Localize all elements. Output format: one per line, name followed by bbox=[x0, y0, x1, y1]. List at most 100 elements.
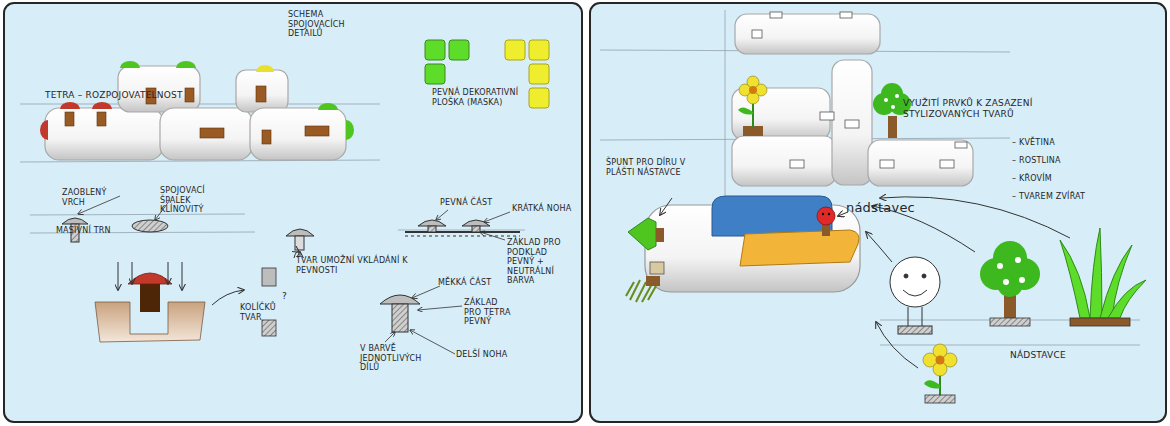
annotation-text: ZAOBLENÝ VRCH bbox=[62, 188, 122, 207]
annotation-text: KOLÍČKŮ TVAR bbox=[240, 303, 300, 322]
press-arrow bbox=[182, 262, 183, 290]
connector-slot bbox=[840, 12, 852, 18]
mask-square bbox=[505, 40, 525, 60]
tetra-block bbox=[732, 136, 836, 186]
flower-insert bbox=[924, 380, 940, 388]
leader-line bbox=[385, 332, 395, 342]
annotation-text: MĚKKÁ ČÁST bbox=[438, 278, 498, 288]
annotation-text: TETRA – ROZPOJOVATELNOST bbox=[45, 90, 235, 101]
grass-insert bbox=[1060, 228, 1146, 326]
annotation-text: ZÁKLAD PRO PODKLAD PEVNÝ + NEUTRÁLNÍ BAR… bbox=[507, 238, 575, 286]
leader-arrow bbox=[876, 322, 918, 368]
peg-shape bbox=[262, 268, 276, 336]
annotation-text: VYUŽITÍ PRVKŮ K ZASAZENÍ STYLIZOVANÝCH T… bbox=[903, 98, 1063, 120]
annotation-text: – KŘOVÍM bbox=[1012, 174, 1112, 184]
sketch-panel bbox=[4, 3, 1166, 422]
mask-square bbox=[529, 64, 549, 84]
guide-line bbox=[880, 345, 1140, 346]
annotation-text: nádstavec bbox=[846, 200, 926, 216]
smiley-insert bbox=[908, 307, 909, 326]
leader-line bbox=[436, 210, 448, 220]
connector-cap bbox=[60, 102, 80, 109]
connector-slot bbox=[820, 112, 834, 120]
connector-cap bbox=[120, 61, 140, 68]
connector-slot bbox=[770, 12, 782, 18]
leader-line bbox=[410, 330, 455, 354]
tree-insert bbox=[891, 105, 895, 109]
peg-shape bbox=[262, 320, 276, 336]
press-arrow bbox=[132, 262, 133, 284]
connector-peg bbox=[200, 128, 224, 138]
peg-sketch bbox=[472, 226, 480, 232]
annotation-text: TVAR UMOŽNÍ VKLÁDÁNÍ K PEVNOSTI bbox=[296, 256, 416, 275]
smiley-insert bbox=[904, 274, 908, 278]
tree-insert bbox=[895, 94, 899, 98]
connector-slot bbox=[752, 30, 762, 38]
connector-cap bbox=[318, 103, 338, 110]
leader-line bbox=[418, 306, 462, 310]
connector-peg bbox=[262, 130, 271, 144]
annotation-text: NÁDSTAVCE bbox=[1010, 350, 1100, 361]
sketch-panel bbox=[590, 3, 1166, 422]
leader-arrow bbox=[866, 232, 892, 262]
sofa-assembly bbox=[740, 230, 859, 266]
smiley-insert bbox=[903, 290, 927, 296]
tetra-block bbox=[45, 66, 346, 160]
grass-insert bbox=[1070, 318, 1130, 326]
press-arrow bbox=[118, 262, 119, 290]
tetra-block bbox=[832, 60, 872, 185]
tree-insert bbox=[980, 241, 1040, 326]
mask-square bbox=[529, 88, 549, 108]
connector-slot bbox=[955, 142, 967, 148]
mask-square bbox=[505, 40, 549, 108]
flower-insert bbox=[923, 344, 957, 403]
guide-line bbox=[20, 10, 1140, 345]
flower-insert bbox=[738, 107, 753, 114]
connector-peg bbox=[256, 86, 266, 102]
grass-insert bbox=[1108, 280, 1146, 318]
connector-peg bbox=[97, 112, 106, 126]
tree-insert bbox=[993, 241, 1027, 275]
mask-square bbox=[425, 64, 445, 84]
guide-line bbox=[398, 230, 525, 231]
leader-arrow bbox=[660, 198, 672, 215]
smiley-insert bbox=[922, 274, 926, 278]
annotation-text: KRÁTKÁ NOHA bbox=[512, 204, 574, 214]
annotation-text: – KVĚTINA bbox=[1012, 138, 1112, 148]
sofa-assembly bbox=[817, 207, 835, 225]
smiley-insert bbox=[890, 257, 940, 334]
peg-sketch bbox=[405, 231, 520, 233]
connector-cap bbox=[176, 61, 196, 68]
connector-peg bbox=[305, 126, 329, 136]
peg-sketch bbox=[132, 220, 168, 232]
annotation-text: ? bbox=[282, 291, 294, 302]
press-arrow bbox=[300, 252, 301, 256]
tree-insert bbox=[997, 271, 1023, 297]
peg-in-hole bbox=[140, 282, 160, 312]
plug-insert bbox=[628, 218, 656, 250]
connector-slot bbox=[790, 160, 804, 168]
sofa-assembly bbox=[822, 213, 824, 215]
peg-sketch bbox=[405, 236, 520, 237]
peg-in-hole bbox=[128, 273, 172, 284]
connector-cap bbox=[92, 102, 112, 109]
plug-insert bbox=[646, 276, 660, 286]
tetra-block bbox=[118, 66, 200, 112]
tetra-block bbox=[250, 108, 346, 160]
annotation-text: DELŠÍ NOHA bbox=[456, 350, 516, 360]
connector-cap bbox=[40, 120, 48, 140]
sofa-assembly bbox=[712, 196, 832, 236]
annotation-text: – TVAREM ZVÍŘAT bbox=[1012, 192, 1112, 202]
connector-slot bbox=[752, 12, 967, 168]
leader-line bbox=[480, 232, 505, 240]
connector-cap bbox=[346, 120, 354, 140]
peg-sketch bbox=[62, 218, 88, 224]
annotation-text: PEVNÁ DEKORATIVNÍ PLOŠKA (MASKA) bbox=[432, 88, 527, 107]
peg-sketch bbox=[392, 304, 408, 332]
tree-insert bbox=[881, 83, 903, 105]
connector-cap bbox=[256, 65, 274, 72]
peg-sketch bbox=[418, 220, 446, 226]
tree-insert bbox=[888, 116, 897, 138]
sofa-assembly bbox=[828, 213, 830, 215]
